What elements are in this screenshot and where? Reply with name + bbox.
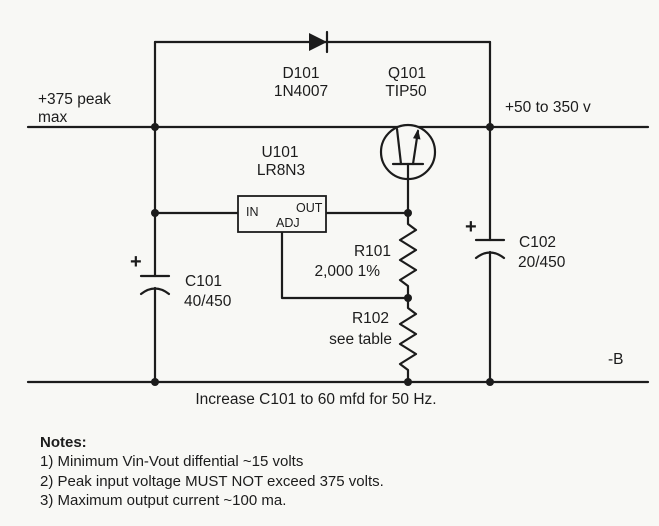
transistor-collector-line	[395, 127, 403, 166]
junction-dot	[486, 123, 494, 131]
note-item-3: 3) Maximum output current ~100 ma.	[40, 491, 287, 509]
regulator-adj-lead	[280, 230, 410, 300]
r102-value-label: see table	[329, 331, 392, 348]
d101-ref-label: D101	[282, 65, 319, 82]
regulator-pin-adj-label: ADJ	[276, 216, 300, 230]
input-voltage-label-line2: max	[38, 109, 68, 126]
labels: +375 peak max +50 to 350 v -B D101 1N400…	[38, 65, 624, 408]
c102-ref-label: C102	[519, 234, 556, 251]
diode-anode-triangle	[309, 33, 327, 51]
regulator-pin-in-label: IN	[246, 205, 259, 219]
note-item-2: 2) Peak input voltage MUST NOT exceed 37…	[40, 472, 384, 490]
junction-dot	[151, 123, 159, 131]
wires	[26, 40, 650, 384]
diode-symbol	[309, 30, 329, 54]
regulator-symbol: IN OUT ADJ	[237, 195, 327, 233]
c101-ref-label: C101	[185, 273, 222, 290]
r101-ref-label: R101	[354, 243, 391, 260]
junction-dot	[151, 378, 159, 386]
output-voltage-label: +50 to 350 v	[505, 99, 591, 116]
r102-ref-label: R102	[352, 310, 389, 327]
r102-resistor-symbol	[398, 296, 418, 384]
junction-dot	[404, 294, 412, 302]
c101-value-label: 40/450	[184, 293, 232, 310]
q101-value-label: TIP50	[385, 83, 427, 100]
c102-capacitor-symbol	[474, 238, 506, 260]
transistor-symbol	[379, 123, 437, 181]
regulator-box	[237, 195, 327, 233]
circuit-schematic: IN OUT ADJ +375 peak max +50 to 350 v -B…	[26, 30, 650, 408]
input-voltage-label-line1: +375 peak	[38, 91, 111, 108]
c101-capacitor-symbol	[139, 274, 171, 296]
regulator-pin-out-label: OUT	[296, 201, 323, 215]
c101-polarity-sign: +	[130, 251, 142, 273]
negative-rail-label: -B	[608, 351, 624, 368]
notes-section: Notes: 1) Minimum Vin-Vout diffential ~1…	[40, 433, 384, 510]
r101-value-label: 2,000 1%	[315, 263, 381, 280]
u101-ref-label: U101	[261, 144, 298, 161]
d101-value-label: 1N4007	[274, 83, 328, 100]
c102-negative-plate	[474, 251, 506, 260]
c102-value-label: 20/450	[518, 254, 566, 271]
transistor-emitter-arrow	[413, 129, 421, 140]
junction-dot	[404, 209, 412, 217]
junction-dot	[404, 378, 412, 386]
note-item-1: 1) Minimum Vin-Vout diffential ~15 volts	[40, 453, 304, 471]
c101-negative-plate	[139, 287, 171, 296]
caption-text: Increase C101 to 60 mfd for 50 Hz.	[195, 391, 436, 408]
junction-dot	[151, 209, 159, 217]
c102-polarity-sign: +	[465, 216, 477, 238]
q101-ref-label: Q101	[388, 65, 426, 82]
notes-title: Notes:	[40, 434, 87, 451]
junction-dot	[486, 378, 494, 386]
u101-value-label: LR8N3	[257, 162, 305, 179]
junction-dots	[151, 123, 494, 386]
r101-resistor-symbol	[398, 211, 418, 300]
